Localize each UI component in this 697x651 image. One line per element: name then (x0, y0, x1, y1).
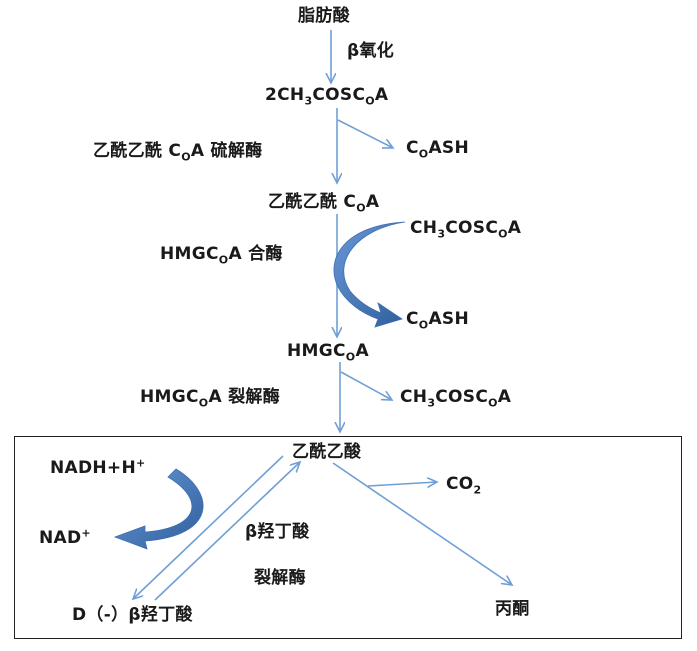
arrow-lyase-to-acetyl-coa (340, 371, 392, 400)
ketone-body-box (14, 436, 682, 639)
node-fatty-acid: 脂肪酸 (298, 6, 350, 26)
node-co2: CO2 (446, 474, 482, 497)
arrow-thiolase-to-coash (337, 119, 393, 148)
block-arrow-hmg-synthase (333, 221, 406, 328)
node-d-hydroxybutyrate: D（-）β羟丁酸 (72, 605, 193, 625)
arrow-acetoacetate-to-acetone (332, 462, 512, 585)
enzyme-hmg-lyase: HMGCOA 裂解酶 (140, 387, 281, 410)
node-nadh: NADH+H+ (50, 456, 146, 478)
enzyme-thiolase: 乙酰乙酰 COA 硫解酶 (93, 141, 263, 164)
enzyme-hmg-synthase: HMGCOA 合酶 (160, 244, 283, 267)
enzyme-hydroxybutyrate-line1: β羟丁酸 (245, 522, 310, 542)
node-coash-2: COASH (406, 309, 469, 332)
node-acetyl-coa-in: CH3COSCOA (410, 218, 522, 241)
arrow-acetoacetate-to-hydroxybutyrate (133, 455, 284, 599)
label-beta-oxidation: β氧化 (347, 41, 395, 61)
arrow-hydroxybutyrate-to-acetoacetate (154, 462, 300, 601)
node-acetyl-coa-x2: 2CH3COSCOA (265, 85, 389, 108)
node-nad: NAD+ (39, 526, 91, 548)
node-acetyl-coa-out: CH3COSCOA (400, 387, 512, 410)
node-coash-1: COASH (406, 138, 469, 161)
enzyme-hydroxybutyrate-line2: 裂解酶 (254, 568, 306, 588)
block-arrow-nadh-to-nad (113, 468, 204, 550)
arrow-acetoacetate-to-co2 (367, 482, 437, 486)
node-acetoacetate: 乙酰乙酸 (292, 442, 362, 462)
node-acetone: 丙酮 (495, 599, 530, 619)
node-acetoacetyl-coa: 乙酰乙酰 COA (268, 192, 380, 215)
node-hmg-coa: HMGCOA (287, 341, 369, 364)
